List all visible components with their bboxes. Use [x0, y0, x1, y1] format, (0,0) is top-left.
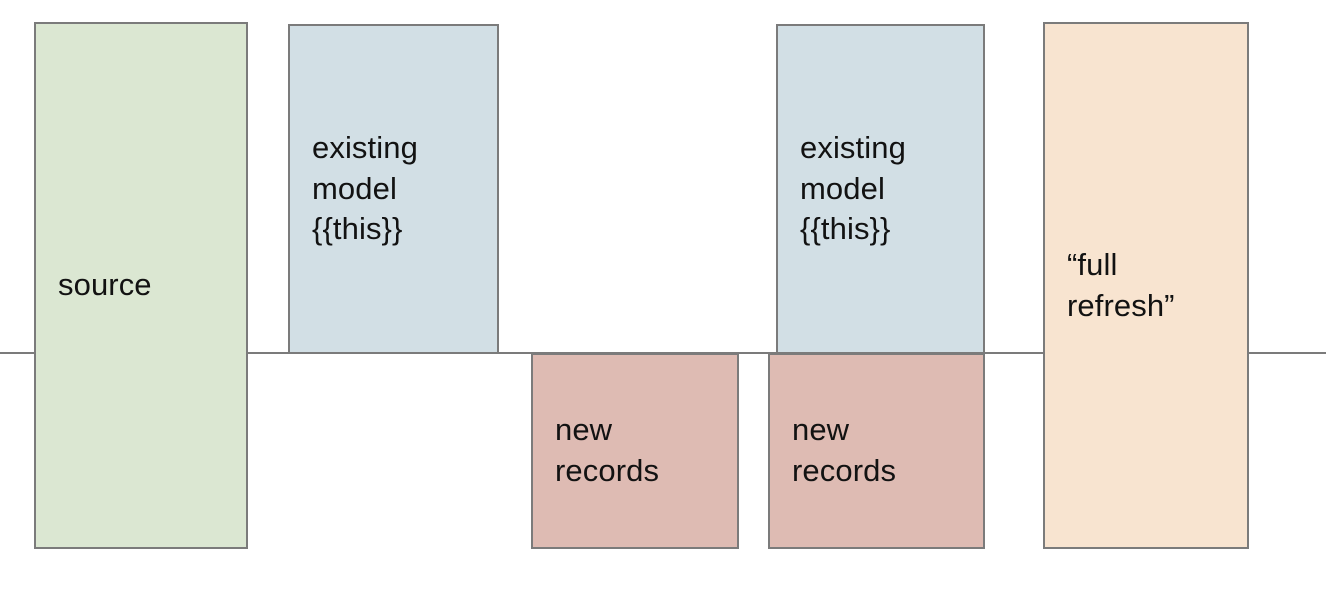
block-existing-model-2-label: existing model {{this}}: [800, 129, 906, 247]
block-full-refresh[interactable]: “full refresh”: [1043, 22, 1249, 549]
block-full-refresh-label: “full refresh”: [1067, 246, 1175, 323]
block-new-records-1-label: new records: [555, 412, 660, 488]
block-existing-model-1-label: existing model {{this}}: [312, 129, 418, 247]
block-existing-model-2[interactable]: existing model {{this}}: [776, 24, 985, 354]
block-source[interactable]: source: [34, 22, 248, 549]
block-source-label: source: [58, 267, 152, 303]
block-new-records-2-label: new records: [792, 412, 897, 488]
block-new-records-2[interactable]: new records: [768, 353, 985, 549]
block-new-records-1[interactable]: new records: [531, 353, 739, 549]
block-existing-model-1[interactable]: existing model {{this}}: [288, 24, 499, 354]
